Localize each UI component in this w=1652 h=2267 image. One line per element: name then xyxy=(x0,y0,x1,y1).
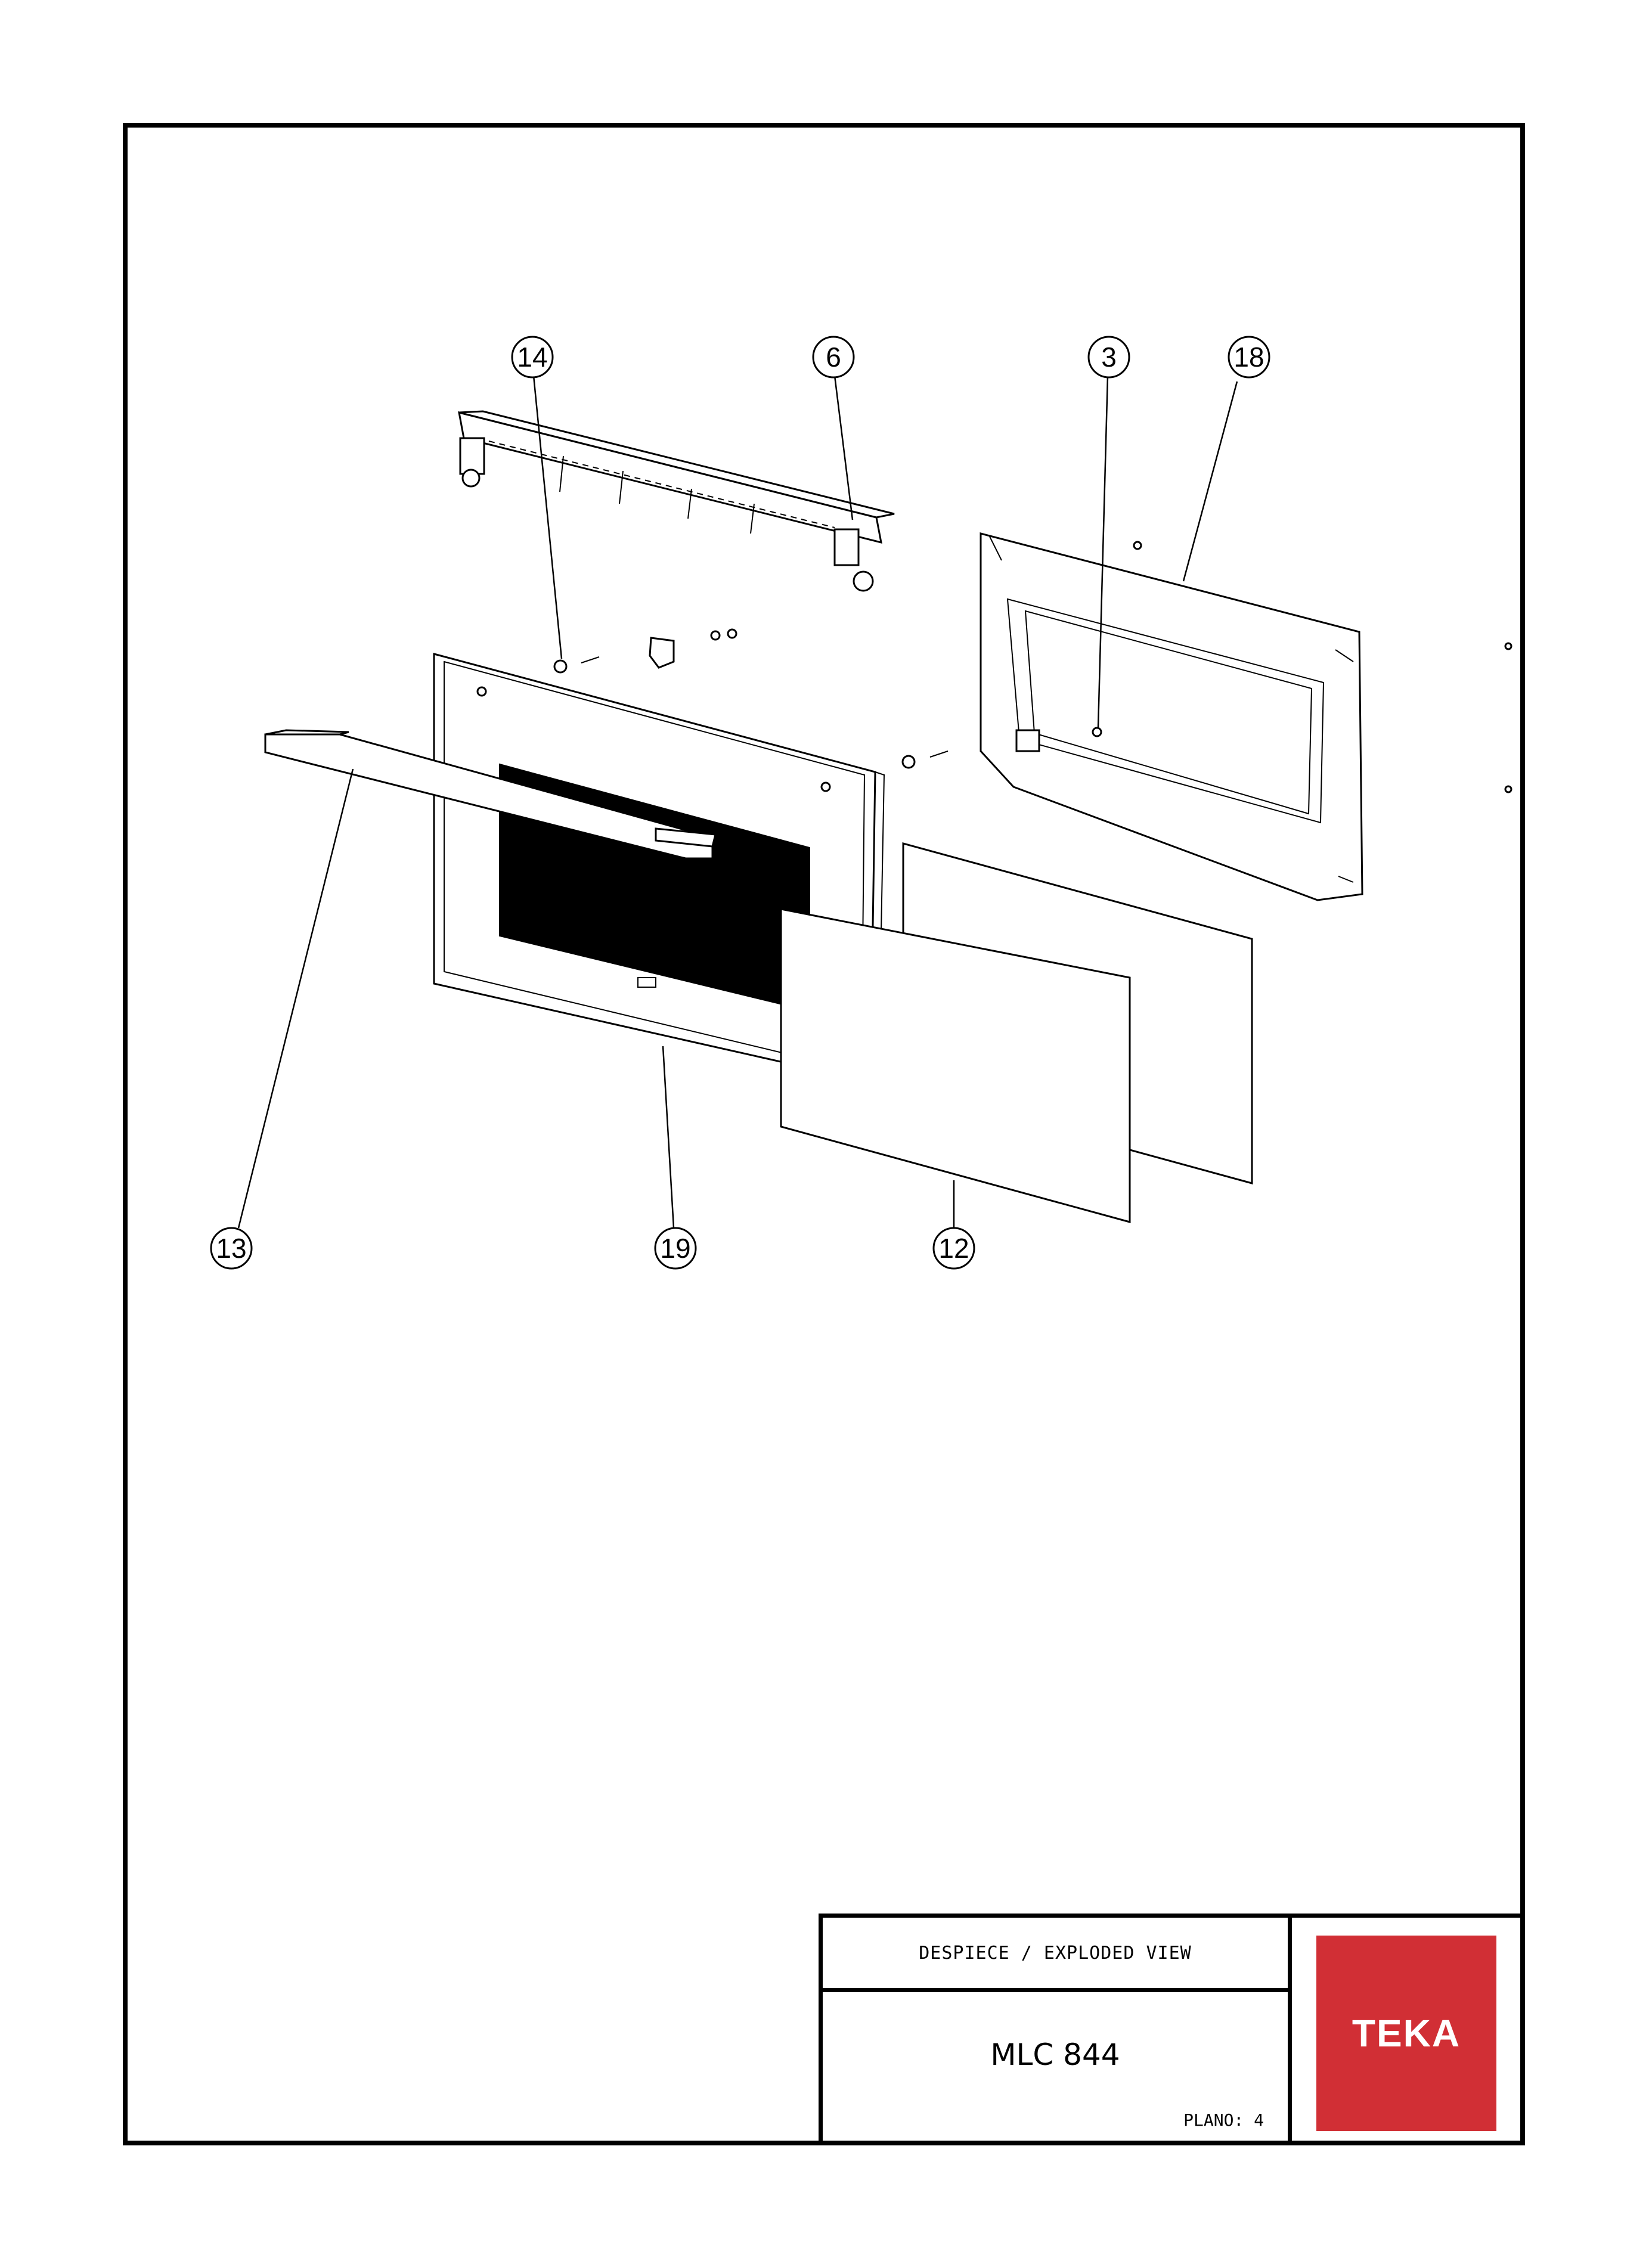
teka-logo-text: TEKA xyxy=(1352,2012,1461,2055)
callout-12: 12 xyxy=(932,1227,975,1270)
callout-label: 14 xyxy=(517,342,547,373)
part-6-top-trim xyxy=(458,410,895,592)
callout-14: 14 xyxy=(511,336,554,379)
drawing-frame xyxy=(123,123,1525,2145)
callout-13: 13 xyxy=(210,1227,253,1270)
callout-18: 18 xyxy=(1228,336,1270,379)
part-13-handle xyxy=(264,729,717,860)
callout-label: 19 xyxy=(660,1233,690,1264)
callout-label: 6 xyxy=(826,342,841,373)
callout-6: 6 xyxy=(812,336,855,379)
part-18-inner-frame xyxy=(901,532,1512,901)
leader-lines xyxy=(237,375,1238,1229)
callout-3: 3 xyxy=(1087,336,1130,379)
title-block-info: DESPIECE / EXPLODED VIEW MLC 844 PLANO: … xyxy=(823,1918,1292,2143)
sheet-number: PLANO: 4 xyxy=(1183,2110,1264,2130)
callout-label: 3 xyxy=(1101,342,1117,373)
part-12-glass-panes xyxy=(780,842,1253,1223)
part-14-fasteners xyxy=(553,628,737,674)
drawing-caption: DESPIECE / EXPLODED VIEW xyxy=(823,1918,1288,1992)
callout-label: 18 xyxy=(1233,342,1264,373)
model-number: MLC 844 xyxy=(990,2037,1120,2072)
callout-label: 12 xyxy=(938,1233,969,1264)
callout-19: 19 xyxy=(654,1227,697,1270)
teka-logo: TEKA xyxy=(1316,1936,1496,2131)
title-block: DESPIECE / EXPLODED VIEW MLC 844 PLANO: … xyxy=(819,1914,1522,2143)
callout-label: 13 xyxy=(216,1233,246,1264)
